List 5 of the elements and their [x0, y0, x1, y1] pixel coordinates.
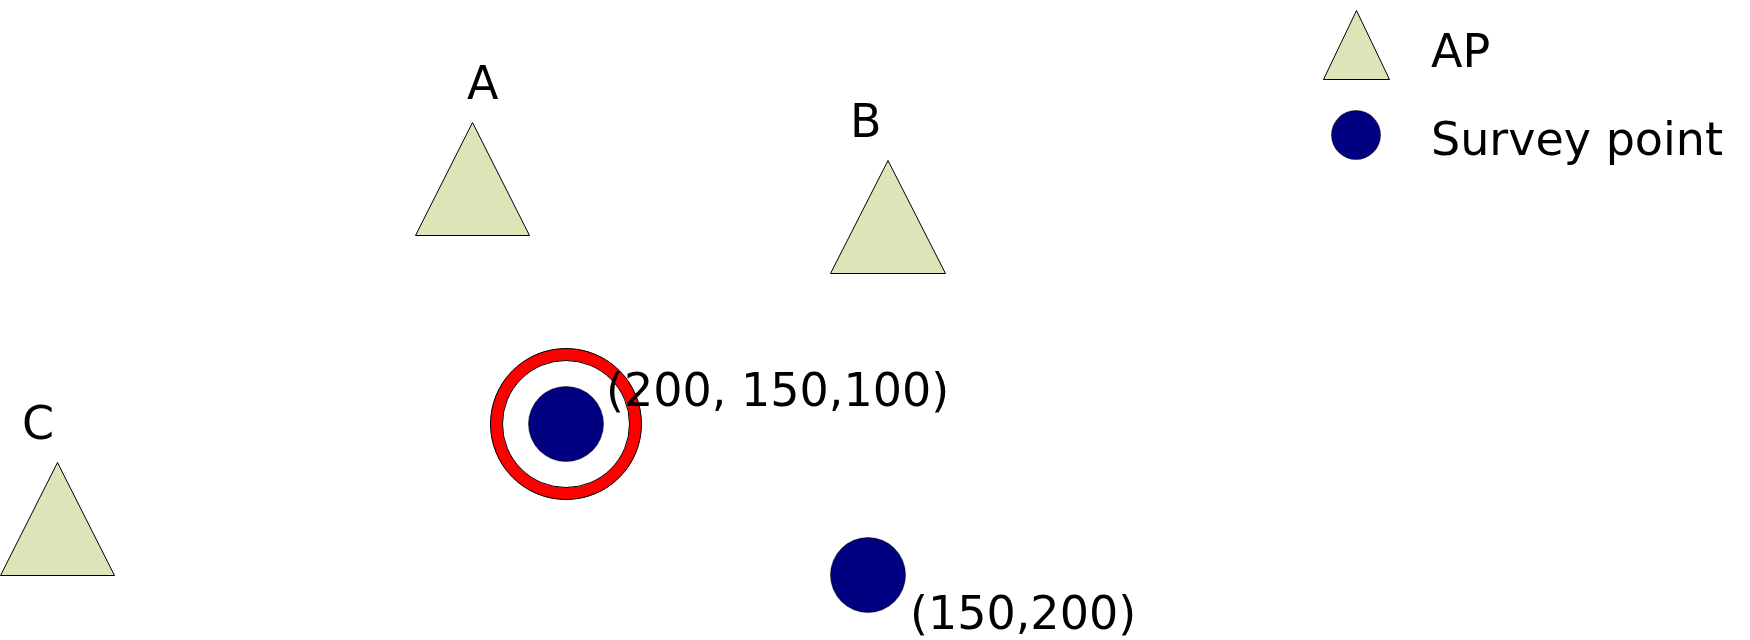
- access-point-label: C: [22, 400, 55, 446]
- legend-label: AP: [1431, 28, 1491, 74]
- coordinate-label: (150,200): [910, 590, 1137, 636]
- access-point-label: B: [850, 98, 882, 144]
- access-point-label: A: [467, 60, 499, 106]
